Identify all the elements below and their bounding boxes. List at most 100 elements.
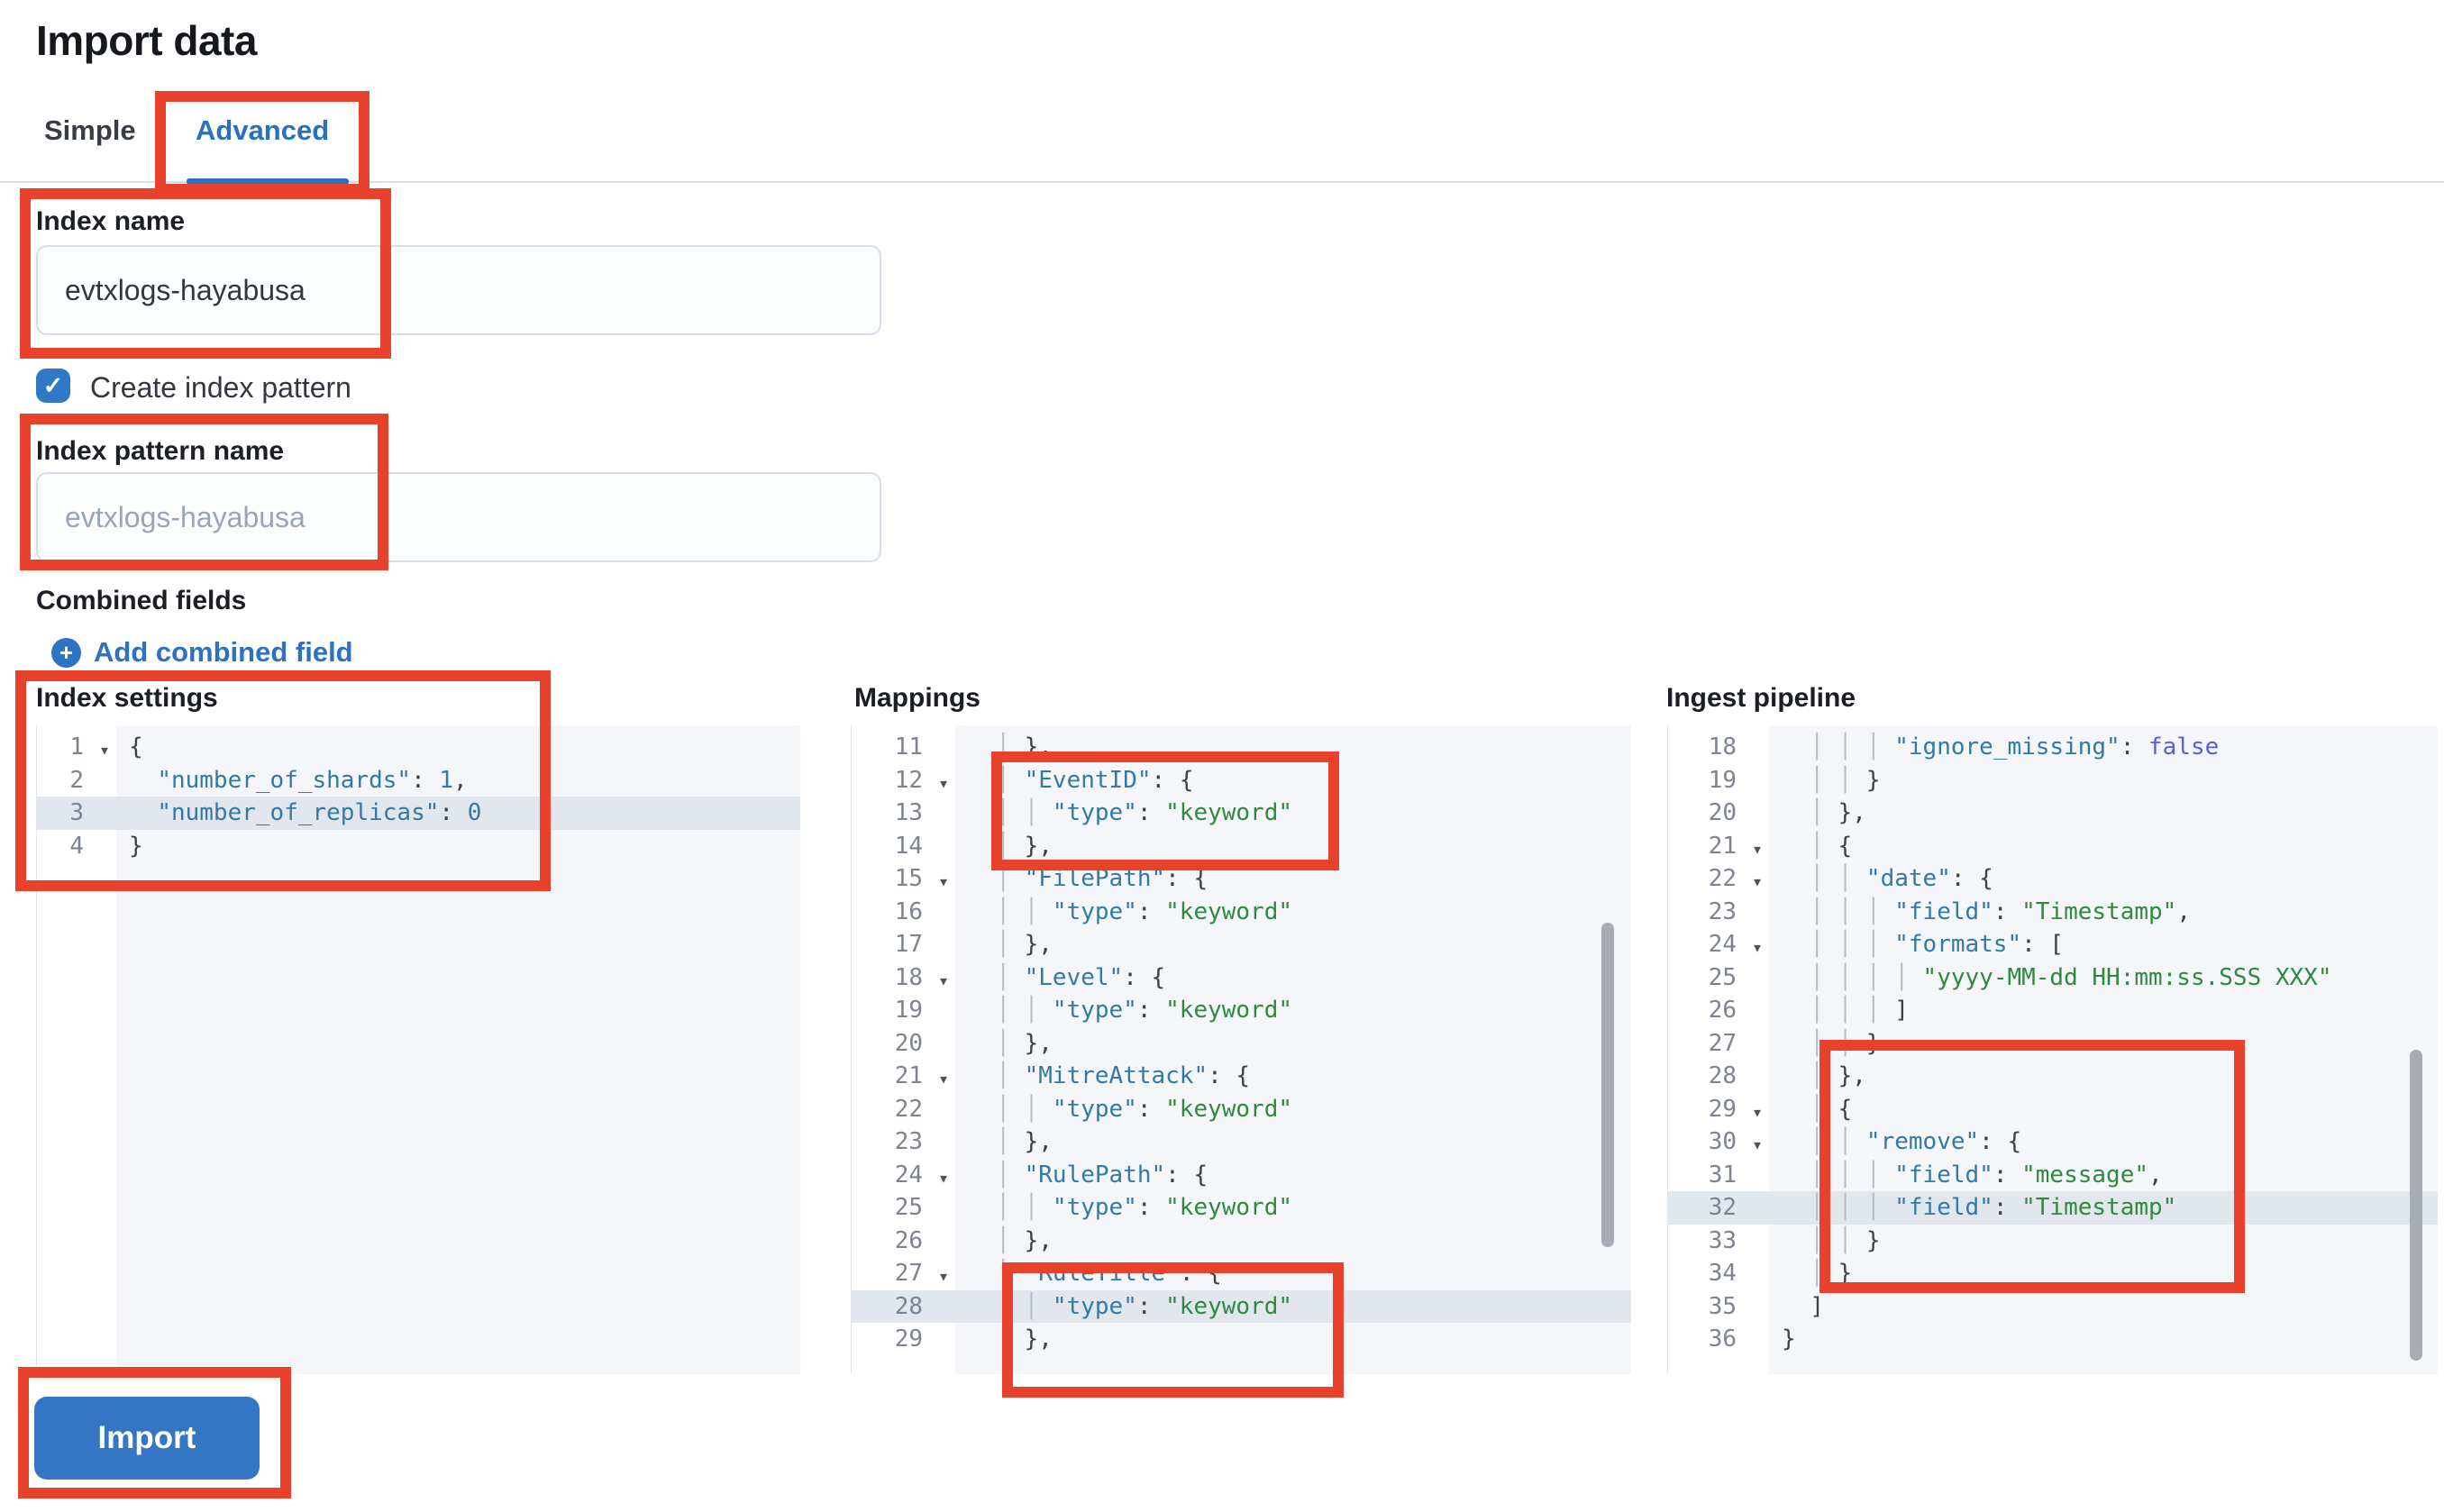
code-line: 28 │ }, (1708, 1062, 1866, 1089)
code-line: 20 │ }, (894, 1029, 1053, 1057)
line-number: 19 (894, 997, 923, 1024)
indent-guide: │ (968, 1029, 1025, 1057)
fold-arrow-icon[interactable]: ▾ (1751, 870, 1763, 892)
line-number: 22 (1708, 865, 1737, 892)
ingest-pipeline-editor[interactable]: 18 │ │ │ "ignore_missing": false 19 │ │ }… (1667, 725, 2438, 1374)
indent-guide: │ │ (1782, 766, 1866, 794)
line-number: 12 (894, 766, 923, 794)
code-line: 24▾ │ "RulePath": { (852, 1159, 1631, 1192)
import-button[interactable]: Import (34, 1397, 260, 1480)
mappings-label: Mappings (854, 683, 980, 713)
combined-fields-label: Combined fields (36, 586, 247, 615)
indent-guide: │ │ (1782, 1128, 1866, 1155)
indent-guide: │ │ │ (1782, 997, 1895, 1024)
code-line: 22 │ │ "type": "keyword" (894, 1095, 1293, 1123)
code-line: 27 │ │ } (1708, 1029, 1881, 1057)
indent-guide: │ │ │ (1782, 931, 1895, 958)
fold-arrow-icon[interactable]: ▾ (937, 771, 949, 794)
code-line: 23 │ }, (894, 1128, 1053, 1155)
code-line: 34 │ } (1708, 1260, 1853, 1287)
check-icon: ✓ (42, 371, 64, 399)
code-line: 33 │ │ } (1708, 1226, 1881, 1254)
index-settings-editor[interactable]: 1▾{2 "number_of_shards": 1,3 "number_of_… (36, 725, 800, 1374)
indent-guide (1782, 1293, 1810, 1320)
indent-guide (129, 767, 157, 794)
code-line: 28 │ │ "type": "keyword" (852, 1289, 1631, 1323)
code-line: 16 │ │ "type": "keyword" (894, 897, 1293, 925)
create-index-pattern-label[interactable]: Create index pattern (90, 371, 351, 404)
line-number: 18 (1708, 733, 1737, 761)
line-number: 16 (894, 897, 923, 925)
fold-arrow-icon[interactable]: ▾ (937, 969, 949, 991)
line-number: 23 (1708, 897, 1737, 925)
line-number: 17 (894, 931, 923, 958)
fold-arrow-icon[interactable]: ▾ (1751, 1134, 1763, 1155)
code-line: 27▾ │ "RuleTitle": { (852, 1257, 1631, 1290)
index-name-input[interactable] (36, 245, 881, 335)
index-pattern-name-label: Index pattern name (36, 436, 285, 466)
indent-guide: │ (968, 733, 1025, 761)
code-line: 15▾ │ "FilePath": { (852, 862, 1631, 896)
indent-guide: │ │ (1782, 865, 1866, 892)
line-number: 32 (1708, 1194, 1737, 1221)
code-line: 23 │ │ │ "field": "Timestamp", (1708, 897, 2191, 925)
indent-guide: │ (968, 1128, 1025, 1155)
plus-icon: + (51, 637, 81, 668)
fold-arrow-icon[interactable]: ▾ (937, 870, 949, 892)
code-line: 1▾{ (37, 731, 800, 764)
line-number: 29 (1708, 1095, 1737, 1123)
fold-arrow-icon[interactable]: ▾ (937, 1166, 949, 1189)
code-line: 19 │ │ } (1708, 766, 1881, 794)
indent-guide: │ │ │ (1782, 733, 1895, 761)
fold-arrow-icon[interactable]: ▾ (1751, 1100, 1763, 1123)
line-number: 21 (1708, 832, 1737, 860)
fold-arrow-icon[interactable]: ▾ (1751, 936, 1763, 958)
code-line: 21▾ │ "MitreAttack": { (852, 1060, 1631, 1093)
add-combined-field-label: Add combined field (94, 636, 353, 668)
line-number: 1 (69, 733, 84, 761)
line-number: 24 (894, 1161, 923, 1189)
create-index-pattern-checkbox[interactable]: ✓ (36, 369, 70, 403)
indent-guide: │ │ (968, 1095, 1053, 1123)
indent-guide: │ │ (968, 897, 1053, 925)
code-line: 35 ] (1708, 1292, 1824, 1320)
add-combined-field-button[interactable]: + Add combined field (51, 636, 353, 669)
indent-guide: │ │ (968, 799, 1053, 826)
ingest-pipeline-scrollbar[interactable] (2410, 1050, 2422, 1361)
code-line: 25 │ │ "type": "keyword" (894, 1194, 1293, 1221)
fold-arrow-icon[interactable]: ▾ (1751, 837, 1763, 860)
fold-arrow-icon[interactable]: ▾ (937, 1265, 949, 1287)
fold-arrow-icon[interactable]: ▾ (937, 1068, 949, 1089)
indent-guide: │ │ │ (1782, 1161, 1895, 1189)
indent-guide: │ (1782, 799, 1838, 826)
indent-guide: │ (968, 766, 1025, 794)
line-number: 20 (894, 1029, 923, 1057)
indent-guide: │ (968, 1161, 1025, 1189)
line-number: 20 (1708, 799, 1737, 826)
line-number: 23 (894, 1128, 923, 1155)
mappings-scrollbar[interactable] (1601, 923, 1614, 1247)
line-number: 28 (1708, 1062, 1737, 1089)
code-line: 32 │ │ │ "field": "Timestamp" (1668, 1191, 2438, 1225)
line-number: 2 (69, 766, 84, 794)
line-number: 22 (894, 1095, 923, 1123)
line-number: 25 (1708, 963, 1737, 991)
mappings-editor[interactable]: 11 │ },12▾ │ "EventID": {13 │ │ "type": … (851, 725, 1631, 1374)
fold-arrow-icon[interactable]: ▾ (98, 739, 110, 761)
indent-guide: │ (968, 865, 1025, 892)
line-number: 19 (1708, 766, 1737, 794)
index-pattern-name-input[interactable] (36, 472, 881, 562)
code-line: 24▾ │ │ │ "formats": [ (1668, 928, 2438, 961)
indent-guide: │ (968, 1260, 1025, 1287)
code-line: 13 │ │ "type": "keyword" (894, 799, 1293, 826)
indent-guide: │ │ │ │ (1782, 963, 1923, 991)
tab-simple[interactable]: Simple (44, 114, 136, 146)
line-number: 28 (894, 1292, 923, 1320)
tab-advanced[interactable]: Advanced (196, 114, 330, 146)
indent-guide: │ (968, 1062, 1025, 1089)
indent-guide: │ (1782, 832, 1838, 860)
code-line: 18 │ │ │ "ignore_missing": false (1708, 733, 2220, 761)
indent-guide: │ │ │ (1782, 897, 1895, 925)
line-number: 30 (1708, 1128, 1737, 1155)
